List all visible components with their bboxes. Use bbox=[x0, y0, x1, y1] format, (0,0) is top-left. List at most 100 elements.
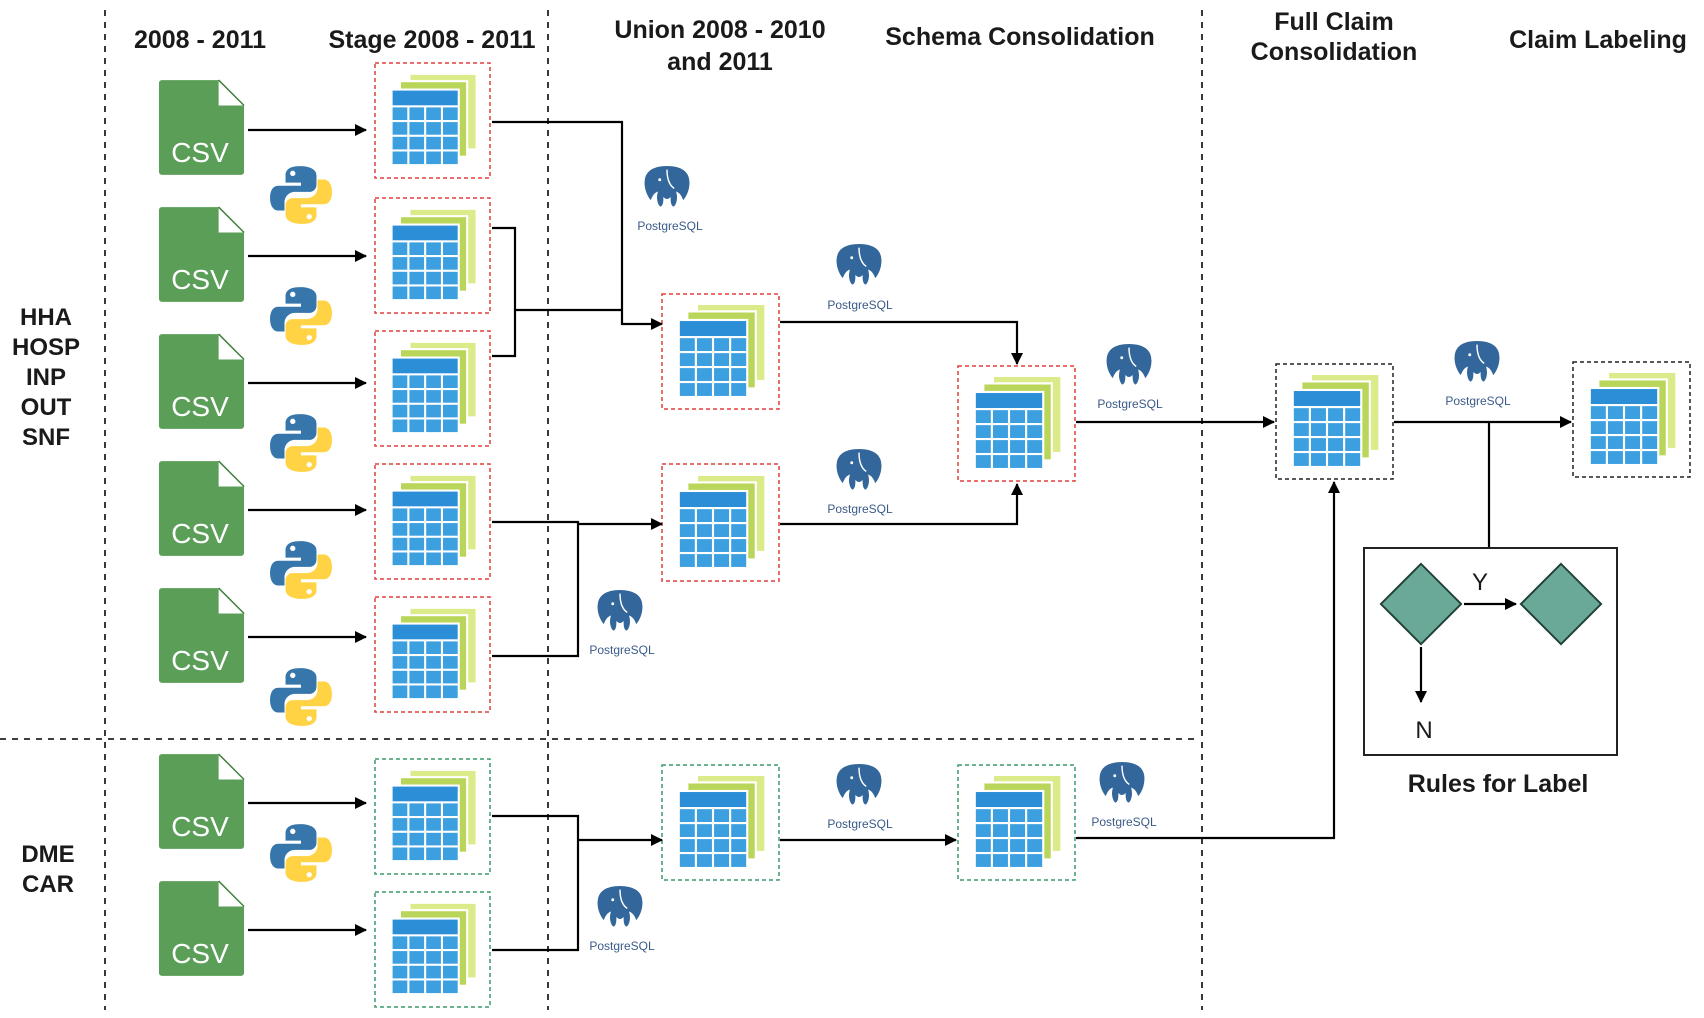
connector bbox=[780, 483, 1023, 526]
database-table-icon bbox=[1290, 372, 1381, 470]
connector bbox=[492, 520, 580, 658]
postgresql-elephant-icon: PostgreSQL bbox=[589, 884, 655, 953]
stage-table bbox=[374, 197, 491, 314]
csv-file-icon: CSV bbox=[158, 880, 245, 977]
header-schema-consolidation: Schema Consolidation bbox=[885, 23, 1154, 51]
csv-file-icon: CSV bbox=[158, 753, 245, 850]
group-label-dme: DME bbox=[21, 841, 74, 868]
header-full-claim-line2: Consolidation bbox=[1251, 38, 1418, 66]
connector bbox=[492, 814, 580, 952]
connector bbox=[492, 226, 517, 358]
full-claim-table bbox=[1275, 363, 1394, 480]
group-label-inp: INP bbox=[26, 364, 66, 391]
connector bbox=[1076, 481, 1340, 840]
group-labels: HHA HOSP INP OUT SNF DME CAR bbox=[12, 304, 80, 898]
group-label-snf: SNF bbox=[22, 424, 70, 451]
database-table-icon bbox=[676, 302, 767, 400]
header-2008-2011: 2008 - 2011 bbox=[134, 26, 266, 54]
stage-table bbox=[374, 463, 491, 580]
stage-table bbox=[374, 330, 491, 447]
union-table bbox=[661, 764, 780, 881]
python-icon bbox=[270, 166, 332, 224]
svg-text:PostgreSQL: PostgreSQL bbox=[589, 939, 655, 953]
no-label: N bbox=[1415, 717, 1432, 744]
csv-to-stage-arrows bbox=[248, 124, 367, 936]
postgresql-elephant-icon: PostgreSQL bbox=[637, 164, 703, 233]
database-table-icon bbox=[389, 340, 478, 436]
group-label-hha: HHA bbox=[20, 304, 72, 331]
group-label-out: OUT bbox=[21, 394, 72, 421]
svg-text:PostgreSQL: PostgreSQL bbox=[827, 298, 893, 312]
schema-tables bbox=[957, 365, 1076, 881]
python-icon bbox=[270, 668, 332, 726]
python-icon bbox=[270, 824, 332, 882]
postgresql-elephant-icon: PostgreSQL bbox=[589, 588, 655, 657]
rules-for-label-box: Y N Rules for Label bbox=[1363, 547, 1618, 798]
database-table-icon bbox=[389, 606, 478, 702]
database-table-icon bbox=[389, 72, 478, 168]
database-table-icon bbox=[676, 773, 767, 871]
database-table-icon bbox=[676, 473, 767, 571]
svg-text:CSV: CSV bbox=[171, 518, 229, 549]
svg-text:CSV: CSV bbox=[171, 391, 229, 422]
database-table-icon bbox=[389, 207, 478, 303]
python-icons bbox=[270, 166, 332, 882]
svg-text:CSV: CSV bbox=[171, 938, 229, 969]
stage-table bbox=[374, 758, 491, 875]
python-icon bbox=[270, 414, 332, 472]
database-table-icon bbox=[389, 473, 478, 569]
postgresql-elephant-icon: PostgreSQL bbox=[827, 242, 893, 312]
csv-file-icon: CSV bbox=[158, 79, 245, 176]
stage-table bbox=[374, 62, 491, 179]
connector bbox=[780, 320, 1023, 365]
svg-text:PostgreSQL: PostgreSQL bbox=[1445, 394, 1511, 408]
stage-table bbox=[374, 596, 491, 713]
svg-text:PostgreSQL: PostgreSQL bbox=[827, 502, 893, 516]
yes-label: Y bbox=[1472, 569, 1488, 596]
header-full-claim-line1: Full Claim bbox=[1274, 8, 1393, 36]
svg-text:PostgreSQL: PostgreSQL bbox=[1097, 397, 1163, 411]
postgresql-elephant-icon: PostgreSQL bbox=[827, 762, 893, 831]
header-claim-labeling: Claim Labeling bbox=[1509, 26, 1687, 54]
postgresql-elephant-icon: PostgreSQL bbox=[1445, 339, 1511, 408]
stage-table bbox=[374, 891, 491, 1008]
stage-to-union-connectors bbox=[492, 120, 663, 952]
headers: 2008 - 2011 Stage 2008 - 2011 Union 2008… bbox=[134, 8, 1687, 76]
connector bbox=[492, 120, 663, 330]
header-stage: Stage 2008 - 2011 bbox=[328, 26, 535, 54]
postgresql-elephant-icon: PostgreSQL bbox=[827, 447, 893, 516]
header-union-line1: Union 2008 - 2010 bbox=[614, 16, 825, 44]
svg-text:CSV: CSV bbox=[171, 645, 229, 676]
rules-title: Rules for Label bbox=[1408, 770, 1589, 798]
column-separators bbox=[0, 10, 1203, 1010]
header-union-line2: and 2011 bbox=[667, 48, 773, 76]
python-icon bbox=[270, 541, 332, 599]
postgresql-icons: PostgreSQL PostgreSQL PostgreSQL Postgre… bbox=[589, 164, 1511, 953]
svg-text:PostgreSQL: PostgreSQL bbox=[589, 643, 655, 657]
rules-box bbox=[1363, 547, 1618, 756]
postgresql-elephant-icon: PostgreSQL bbox=[1091, 760, 1157, 829]
svg-text:PostgreSQL: PostgreSQL bbox=[1091, 815, 1157, 829]
svg-text:PostgreSQL: PostgreSQL bbox=[637, 219, 703, 233]
union-table bbox=[661, 293, 780, 410]
svg-text:CSV: CSV bbox=[171, 137, 229, 168]
python-icon bbox=[270, 287, 332, 345]
downstream-connectors bbox=[780, 320, 1572, 846]
svg-text:CSV: CSV bbox=[171, 264, 229, 295]
database-table-icon bbox=[1587, 370, 1678, 468]
svg-text:PostgreSQL: PostgreSQL bbox=[827, 817, 893, 831]
csv-files: CSV CSV CSV CSV CSV CSV CSV bbox=[158, 79, 245, 977]
schema-table bbox=[957, 764, 1076, 881]
database-table-icon bbox=[389, 768, 478, 864]
csv-file-icon: CSV bbox=[158, 460, 245, 557]
database-table-icon bbox=[972, 773, 1063, 871]
postgresql-elephant-icon: PostgreSQL bbox=[1097, 342, 1163, 411]
group-label-hosp: HOSP bbox=[12, 334, 80, 361]
database-table-icon bbox=[389, 901, 478, 997]
union-tables bbox=[661, 293, 780, 881]
schema-table bbox=[957, 365, 1076, 482]
labeled-claim-table bbox=[1572, 361, 1691, 478]
csv-file-icon: CSV bbox=[158, 587, 245, 684]
csv-file-icon: CSV bbox=[158, 206, 245, 303]
